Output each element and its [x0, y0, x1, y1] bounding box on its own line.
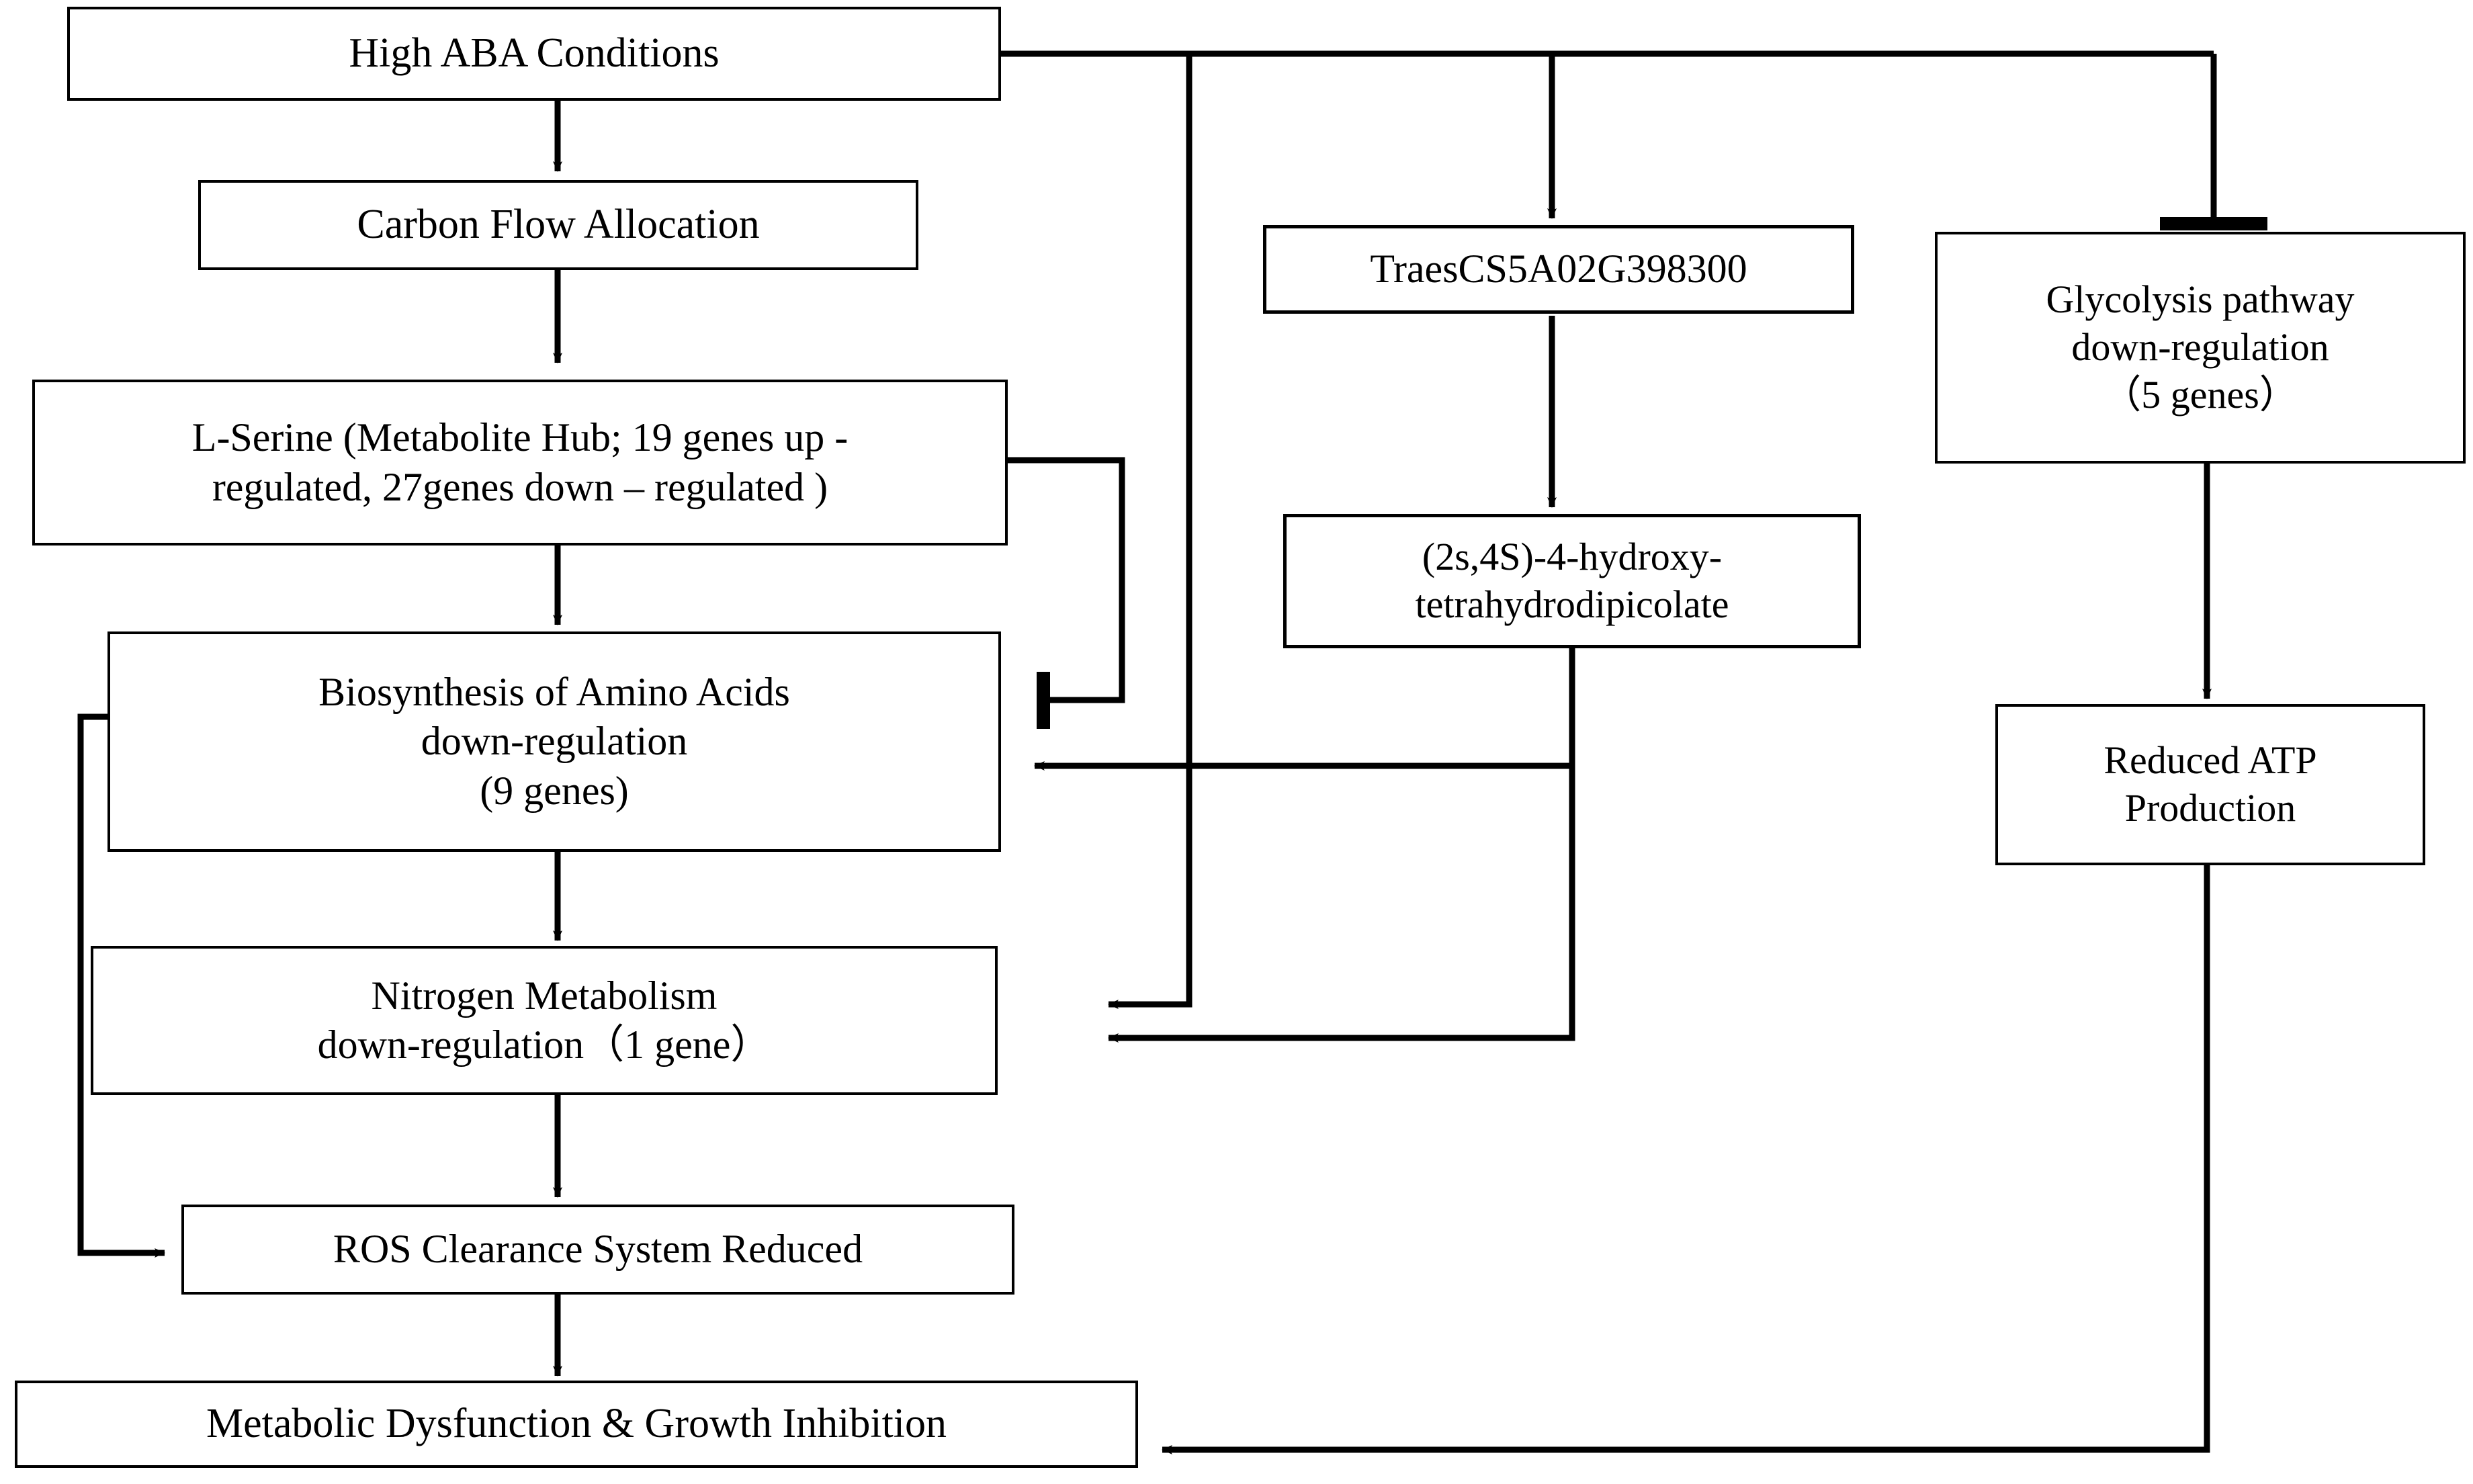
node-glycolysis-line-3: （5 genes）	[2102, 372, 2298, 417]
node-atp-line-1: Reduced ATP	[2103, 738, 2317, 783]
edge-atp-to-metabolic	[1162, 865, 2210, 1454]
node-hydroxy[interactable]: (2s,4S)-4-hydroxy- tetrahydrodipicolate	[1283, 514, 1861, 648]
node-traes[interactable]: TraesCS5A02G398300	[1263, 225, 1854, 314]
node-carbon-flow[interactable]: Carbon Flow Allocation	[198, 180, 918, 270]
node-ros-label: ROS Clearance System Reduced	[333, 1227, 863, 1272]
node-ros[interactable]: ROS Clearance System Reduced	[181, 1205, 1014, 1295]
node-nitrogen[interactable]: Nitrogen Metabolism down-regulation（1 ge…	[91, 946, 998, 1095]
node-glycolysis-line-2: down-regulation	[2071, 325, 2329, 369]
node-l-serine-line-1: L-Serine (Metabolite Hub; 19 genes up -	[191, 415, 849, 460]
node-l-serine-line-2: regulated, 27genes down – regulated )	[212, 464, 828, 509]
node-high-aba-label: High ABA Conditions	[349, 30, 720, 77]
node-biosynthesis-line-2: down-regulation	[421, 719, 688, 764]
node-glycolysis-line-1: Glycolysis pathway	[2046, 277, 2355, 322]
node-traes-label: TraesCS5A02G398300	[1370, 247, 1747, 292]
node-nitrogen-line-2: down-regulation（1 gene）	[317, 1022, 771, 1067]
node-carbon-flow-label: Carbon Flow Allocation	[357, 202, 760, 248]
node-hydroxy-line-1: (2s,4S)-4-hydroxy-	[1422, 535, 1723, 579]
node-atp-line-2: Production	[2124, 786, 2296, 830]
node-glycolysis[interactable]: Glycolysis pathway down-regulation （5 ge…	[1935, 232, 2466, 464]
node-biosynthesis[interactable]: Biosynthesis of Amino Acids down-regulat…	[107, 631, 1001, 852]
node-atp[interactable]: Reduced ATP Production	[1995, 704, 2425, 865]
edge-l-serine-inhibits-biosynthesis	[1008, 457, 1125, 703]
node-metabolic[interactable]: Metabolic Dysfunction & Growth Inhibitio…	[15, 1381, 1138, 1468]
node-high-aba[interactable]: High ABA Conditions	[67, 7, 1001, 101]
edge-high-aba-to-nitrogen	[1108, 54, 1192, 1009]
node-nitrogen-line-1: Nitrogen Metabolism	[371, 973, 718, 1018]
node-biosynthesis-line-3: (9 genes)	[480, 768, 629, 813]
node-hydroxy-line-2: tetrahydrodipicolate	[1415, 582, 1729, 626]
node-l-serine[interactable]: L-Serine (Metabolite Hub; 19 genes up - …	[32, 380, 1008, 545]
node-metabolic-label: Metabolic Dysfunction & Growth Inhibitio…	[206, 1401, 947, 1447]
edge-hydroxy-to-biosynthesis	[1034, 648, 1575, 771]
edge-hydroxy-to-nitrogen	[1108, 766, 1575, 1043]
node-biosynthesis-line-1: Biosynthesis of Amino Acids	[318, 670, 790, 715]
